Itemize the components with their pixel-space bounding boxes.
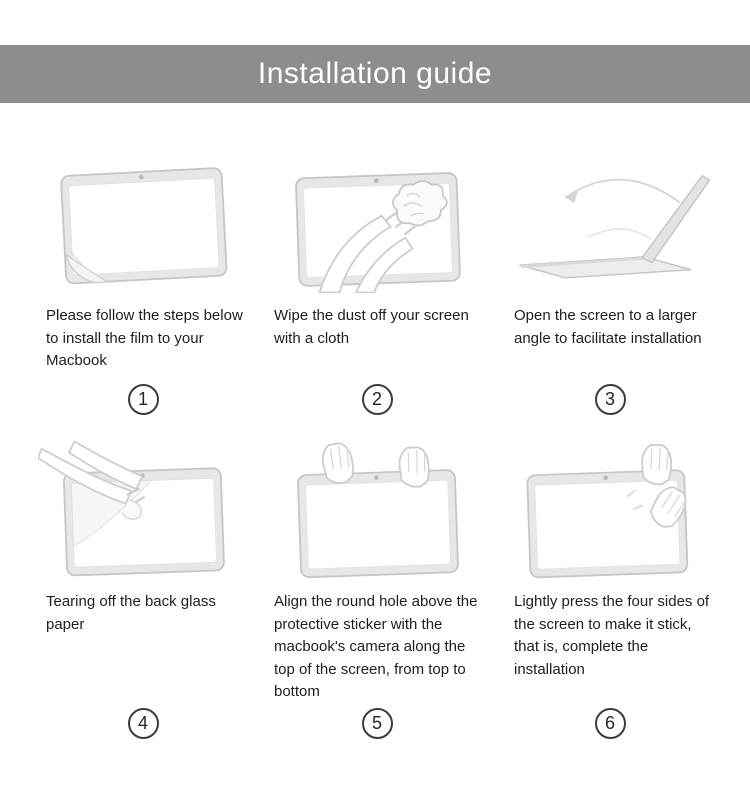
step-5: Align the round hole above the protectiv…: [262, 439, 492, 739]
steps-grid: Please follow the steps below to install…: [0, 153, 750, 739]
step-number: 2: [371, 389, 382, 409]
step-4: Tearing off the back glass paper 4: [34, 439, 252, 739]
step-2: Wipe the dust off your screen with a clo…: [262, 153, 492, 415]
press-four-sides-icon: [502, 439, 718, 581]
step-number-badge: 2: [361, 384, 393, 415]
step-number: 5: [371, 713, 382, 733]
step-caption: Please follow the steps below to install…: [46, 307, 243, 369]
step-number-badge: 5: [361, 708, 393, 739]
step-number: 6: [604, 713, 615, 733]
step-caption: Wipe the dust off your screen with a clo…: [274, 307, 469, 347]
open-laptop-angle-icon: [502, 153, 718, 295]
macbook-film-peel-icon: [34, 153, 252, 295]
step-3: Open the screen to a larger angle to fac…: [502, 153, 718, 415]
align-camera-hole-icon: [262, 439, 492, 581]
step-number-badge: 3: [594, 384, 626, 415]
tear-backing-paper-icon: [34, 439, 252, 581]
wipe-cloth-icon: [262, 153, 492, 295]
step-caption: Align the round hole above the protectiv…: [274, 593, 478, 700]
page-title: Installation guide: [257, 57, 493, 90]
step-number: 3: [604, 389, 615, 409]
step-caption: Lightly press the four sides of the scre…: [514, 593, 710, 678]
step-number: 4: [137, 713, 148, 733]
step-number-badge: 6: [594, 708, 626, 739]
step-caption: Open the screen to a larger angle to fac…: [514, 307, 702, 347]
step-6: Lightly press the four sides of the scre…: [502, 439, 718, 739]
header-banner: Installation guide: [0, 45, 750, 103]
step-1: Please follow the steps below to install…: [34, 153, 252, 415]
step-number: 1: [137, 389, 148, 409]
step-caption: Tearing off the back glass paper: [46, 593, 216, 633]
step-number-badge: 4: [127, 708, 159, 739]
installation-guide-page: Installation guide Please follow the ste…: [0, 45, 750, 795]
step-number-badge: 1: [127, 384, 159, 415]
